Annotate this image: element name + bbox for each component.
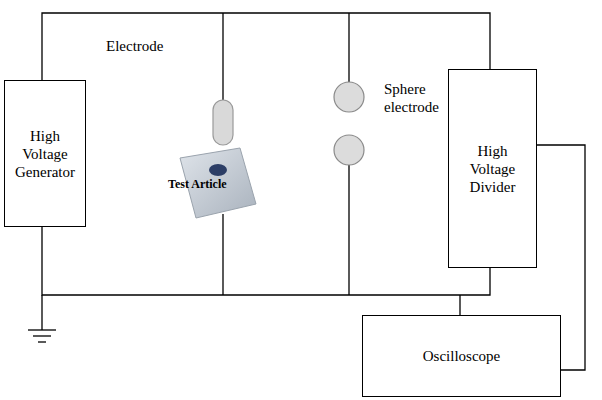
ground-lead — [459, 295, 460, 315]
equipment-box: High Voltage Divider — [448, 69, 537, 268]
equipment-box: High Voltage Generator — [4, 80, 86, 227]
test-article-sample — [209, 164, 227, 176]
electrode-wire — [222, 13, 223, 100]
electrode-label: Electrode — [106, 37, 196, 55]
ground-lead — [41, 295, 42, 330]
sphere-electrode — [334, 82, 364, 112]
test-article-label: Test Article — [168, 177, 268, 191]
wire — [42, 227, 490, 295]
box-label: High Voltage Generator — [5, 125, 85, 183]
ground-symbol — [38, 341, 46, 342]
sphere-wire — [348, 165, 349, 295]
box-label: Oscilloscope — [419, 345, 504, 367]
equipment-box: Oscilloscope — [362, 315, 561, 397]
sphere-wire — [348, 13, 349, 82]
ground-symbol — [33, 335, 51, 336]
ground-symbol — [28, 329, 56, 330]
box-label: High Voltage Divider — [449, 140, 536, 198]
electrode-label: Sphere electrode — [384, 80, 446, 116]
rod-electrode — [213, 100, 233, 145]
sphere-electrode — [334, 135, 364, 165]
test-article-wire — [222, 214, 223, 295]
wire — [42, 13, 490, 80]
